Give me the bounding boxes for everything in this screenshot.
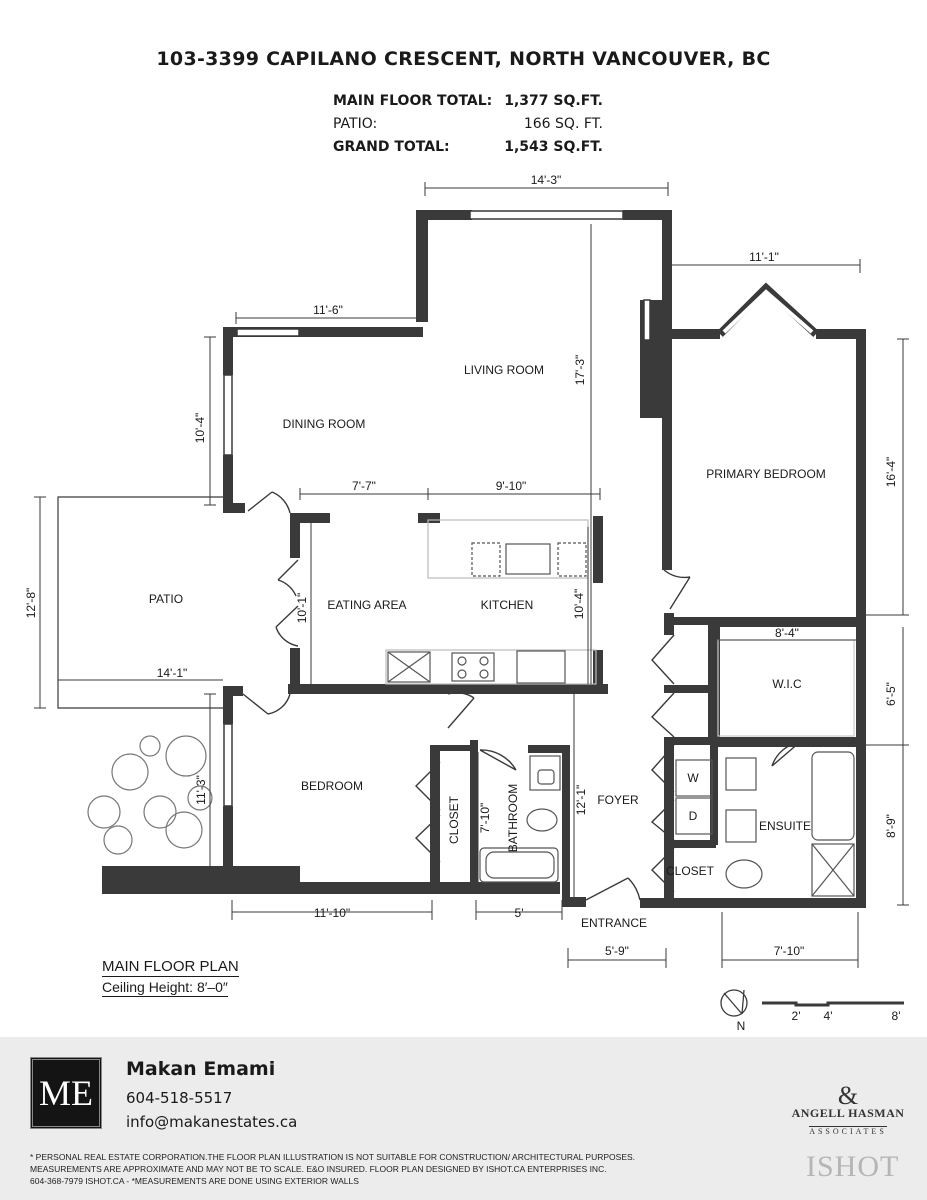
dim-entrance-width: 5'-9" <box>605 944 629 958</box>
doors <box>242 491 801 901</box>
room-label-foyer: FOYER <box>597 793 639 807</box>
agent-phone: 604-518-5517 <box>126 1089 233 1107</box>
walls <box>102 210 866 908</box>
totals-row-main: MAIN FLOOR TOTAL: 1,377 SQ.FT. <box>333 93 603 116</box>
ishot-logo: ISHOT <box>806 1150 900 1183</box>
property-address: 103-3399 CAPILANO CRESCENT, NORTH VANCOU… <box>156 48 771 70</box>
room-label-living: LIVING ROOM <box>464 363 544 377</box>
dim-bathroom-width: 5' <box>515 906 524 920</box>
room-label-dining: DINING ROOM <box>283 417 366 431</box>
bay-window <box>717 282 819 337</box>
agent-name: Makan Emami <box>126 1058 276 1080</box>
dimension-lines <box>34 182 909 968</box>
room-label-bedroom: BEDROOM <box>301 779 363 793</box>
area-totals: MAIN FLOOR TOTAL: 1,377 SQ.FT. PATIO: 16… <box>333 93 603 162</box>
dim-bedroom-width: 11'-10" <box>314 906 350 920</box>
dim-bathroom-depth: 7'-10" <box>478 803 492 834</box>
room-label-closet-foyer: CLOSET <box>666 864 715 878</box>
brokerage-ampersand: & <box>837 1081 859 1110</box>
dim-ensuite-depth: 8'-9" <box>884 814 898 838</box>
dim-living-width: 14'-3" <box>531 173 562 187</box>
dim-kitchen-width: 9'-10" <box>496 479 527 493</box>
dim-patio-width: 14'-1" <box>157 666 188 680</box>
scale-tick: 2' <box>792 1009 801 1023</box>
totals-value: 1,543 SQ.FT. <box>504 139 603 155</box>
dim-dining-width: 11'-6" <box>313 303 343 317</box>
dim-primary-width: 11'-1" <box>749 250 779 264</box>
dim-eating-depth: 10'-1" <box>295 593 309 624</box>
agent-email: info@makanestates.ca <box>126 1113 298 1131</box>
disclaimer-line: MEASUREMENTS ARE APPROXIMATE AND MAY NOT… <box>30 1164 607 1174</box>
disclaimer: * PERSONAL REAL ESTATE CORPORATION.THE F… <box>30 1151 710 1187</box>
room-label-closet-bedroom: CLOSET <box>447 795 461 844</box>
dim-ensuite-width: 7'-10" <box>774 944 805 958</box>
kitchen-fixtures <box>385 519 597 685</box>
dim-wic-depth: 6'-5" <box>884 682 898 706</box>
agent-footer <box>0 1037 927 1200</box>
ceiling-height: Ceiling Height: 8′–0″ <box>102 979 228 997</box>
room-label-ensuite: ENSUITE <box>759 819 811 833</box>
dryer-label: D <box>689 809 698 823</box>
dim-bedroom-depth: 11'-3" <box>194 775 208 805</box>
room-label-primary-bedroom: PRIMARY BEDROOM <box>706 467 826 481</box>
scale-tick: 4' <box>824 1009 833 1023</box>
north-arrow: N <box>720 989 748 1033</box>
patio-outline <box>57 496 223 709</box>
totals-value: 1,377 SQ.FT. <box>504 93 603 109</box>
windows <box>223 210 651 807</box>
plan-title: MAIN FLOOR PLAN <box>102 958 239 977</box>
brokerage-logo: & ANGELL HASMAN ASSOCIATES <box>778 1081 918 1139</box>
dim-eating-width: 7'-7" <box>352 479 376 493</box>
brokerage-name: ANGELL HASMAN <box>791 1106 905 1120</box>
dim-kitchen-depth: 10'-4" <box>572 589 586 620</box>
floor-plan: LIVING ROOM DINING ROOM PRIMARY BEDROOM … <box>24 173 909 1033</box>
room-label-kitchen: KITCHEN <box>481 598 534 612</box>
room-label-entrance: ENTRANCE <box>581 916 647 930</box>
disclaimer-line: * PERSONAL REAL ESTATE CORPORATION.THE F… <box>30 1152 636 1162</box>
totals-value: 166 SQ. FT. <box>523 116 603 132</box>
room-label-patio: PATIO <box>149 592 183 606</box>
dim-living-depth: 17'-3" <box>573 355 587 386</box>
dim-wic-width: 8'-4" <box>775 626 799 640</box>
totals-row-patio: PATIO: 166 SQ. FT. <box>333 116 603 139</box>
dim-dining-depth: 10'-4" <box>193 413 207 444</box>
dim-patio-depth: 12'-8" <box>24 588 38 619</box>
scale-bar: 2' 4' 8' <box>762 1001 904 1023</box>
totals-label: PATIO: <box>333 116 378 132</box>
room-label-bathroom: BATHROOM <box>506 784 520 852</box>
agent-logo: ME <box>30 1057 102 1129</box>
north-label: N <box>737 1019 746 1033</box>
dim-primary-depth: 16'-4" <box>884 457 898 488</box>
landscape-trees <box>87 735 213 855</box>
washer-label: W <box>687 771 699 785</box>
disclaimer-line: 604-368-7979 ISHOT.CA - *MEASUREMENTS AR… <box>30 1176 359 1186</box>
plan-caption: MAIN FLOOR PLAN Ceiling Height: 8′–0″ <box>102 958 239 997</box>
totals-label: MAIN FLOOR TOTAL: <box>333 93 493 109</box>
scale-tick: 8' <box>892 1009 901 1023</box>
room-label-eating-area: EATING AREA <box>327 598 406 612</box>
room-label-wic: W.I.C <box>772 677 802 691</box>
brokerage-sub: ASSOCIATES <box>809 1126 887 1136</box>
totals-row-grand: GRAND TOTAL: 1,543 SQ.FT. <box>333 139 603 162</box>
dim-foyer-depth: 12'-1" <box>574 785 588 816</box>
totals-label: GRAND TOTAL: <box>333 139 450 155</box>
